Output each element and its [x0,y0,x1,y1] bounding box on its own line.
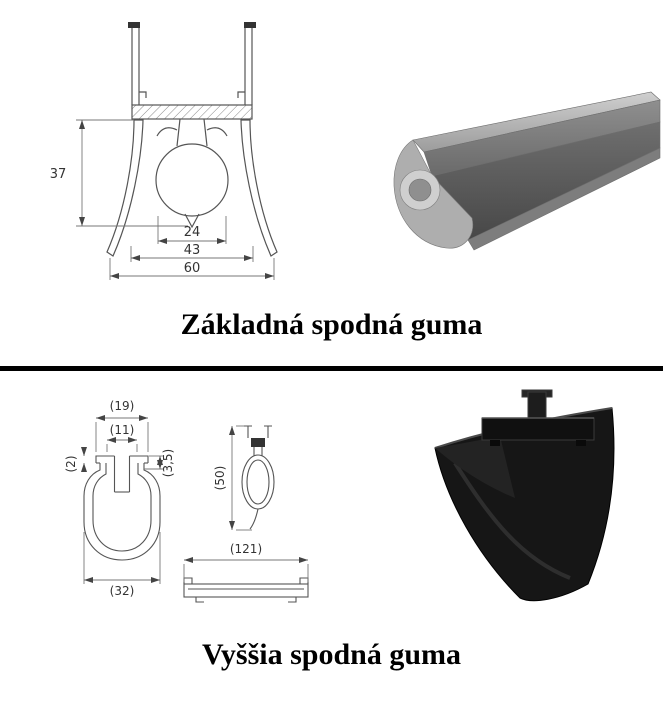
tall-seal-main-dims [81,415,164,584]
caption-basic-seal: Základná spodná guma [180,308,483,341]
dim-32: (32) [110,584,135,598]
caption-tall-seal: Vyššia spodná guma [202,638,461,671]
dim-50: (50) [213,466,227,491]
aluminum-profile [128,22,256,120]
dim-2: (2) [64,456,78,473]
dim-inner-24: 24 [184,225,201,240]
dim-mid-43: 43 [184,243,201,258]
tall-seal-side-dims [229,425,252,531]
dimensions [76,119,275,280]
dim-outer-60: 60 [184,261,201,276]
dim-height-37: 37 [50,167,67,182]
rubber-seal-3d [434,389,615,602]
tall-seal-cross-section-drawing: (19) (11) (2) (3,5) (32) (50) [64,399,309,603]
dim-121: (121) [230,542,262,556]
dim-19: (19) [110,399,135,413]
dim-11: (11) [110,423,135,437]
dim-3-5: (3,5) [161,449,175,477]
tall-seal-render [434,389,615,602]
basic-seal-cross-section-drawing: 37 24 43 60 [50,22,278,280]
basic-seal-photo [393,91,661,251]
tall-seal-base-dims [183,557,309,582]
t-clip-bar [481,417,595,441]
section-divider [0,366,663,371]
rubber-extrusion-3d [393,91,661,251]
tall-seal-base-view [183,577,309,603]
rubber-seal-profile [106,118,278,257]
tall-seal-main-view [83,455,161,561]
tall-seal-side-view [241,425,275,530]
